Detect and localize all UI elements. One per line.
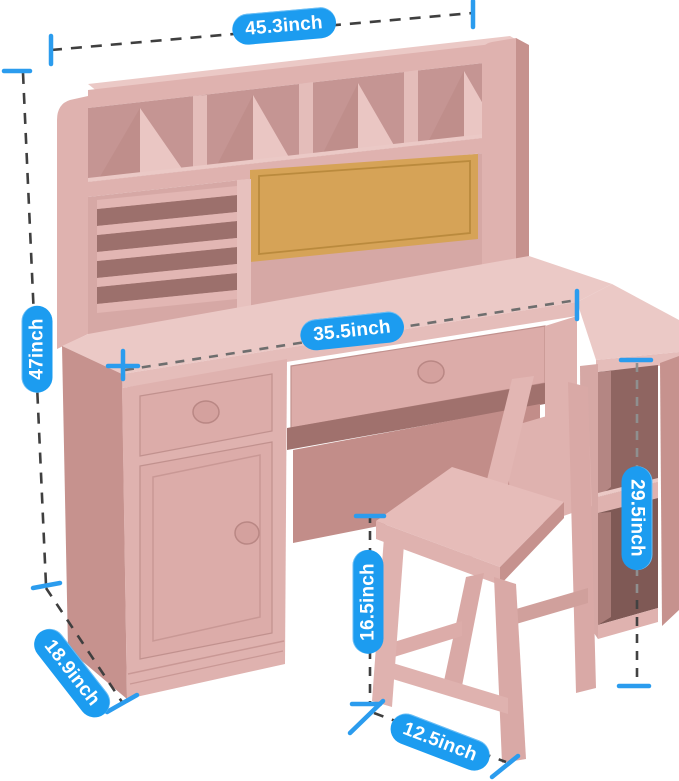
dim-overall-height-line [1,68,63,591]
dim-label-overall-height: 47inch [21,305,53,393]
chair-front-left-leg [372,537,404,707]
kneehole-back-panel [293,404,540,543]
bookcase-top [577,284,679,360]
dim-label-chair-seat-height: 16.5inch [352,550,384,654]
dim-bookcase-height-line [616,357,654,689]
hutch-right-panel [482,38,516,271]
chair [372,376,596,763]
desk-left-side [62,346,127,699]
cubby-v-dividers [98,71,501,180]
paper-tray-shelves [97,179,251,313]
pedestal-door-knob [234,521,260,545]
pedestal-drawer-knob [192,400,220,424]
corkboard [250,154,478,262]
desk [62,256,612,699]
dim-depth-line [44,587,140,715]
chair-front-right-leg [494,577,526,763]
dim-seat-height-line [349,513,387,707]
kneehole-shadow [287,383,545,450]
chair-rear-left-leg [444,573,484,686]
dim-label-bookcase-height: 29.5inch [621,466,653,570]
chair-seat [376,467,564,567]
bookcase-right-side [660,356,679,626]
chair-rear-right-leg [568,382,596,693]
hutch [57,36,529,349]
center-drawer-knob [417,360,445,384]
dim-hutch-width-line [48,0,476,67]
desktop-surface [62,256,612,374]
hutch-left-panel [57,96,88,349]
bookcase-upper-shelf-opening [598,365,658,497]
pedestal-door [139,441,273,660]
